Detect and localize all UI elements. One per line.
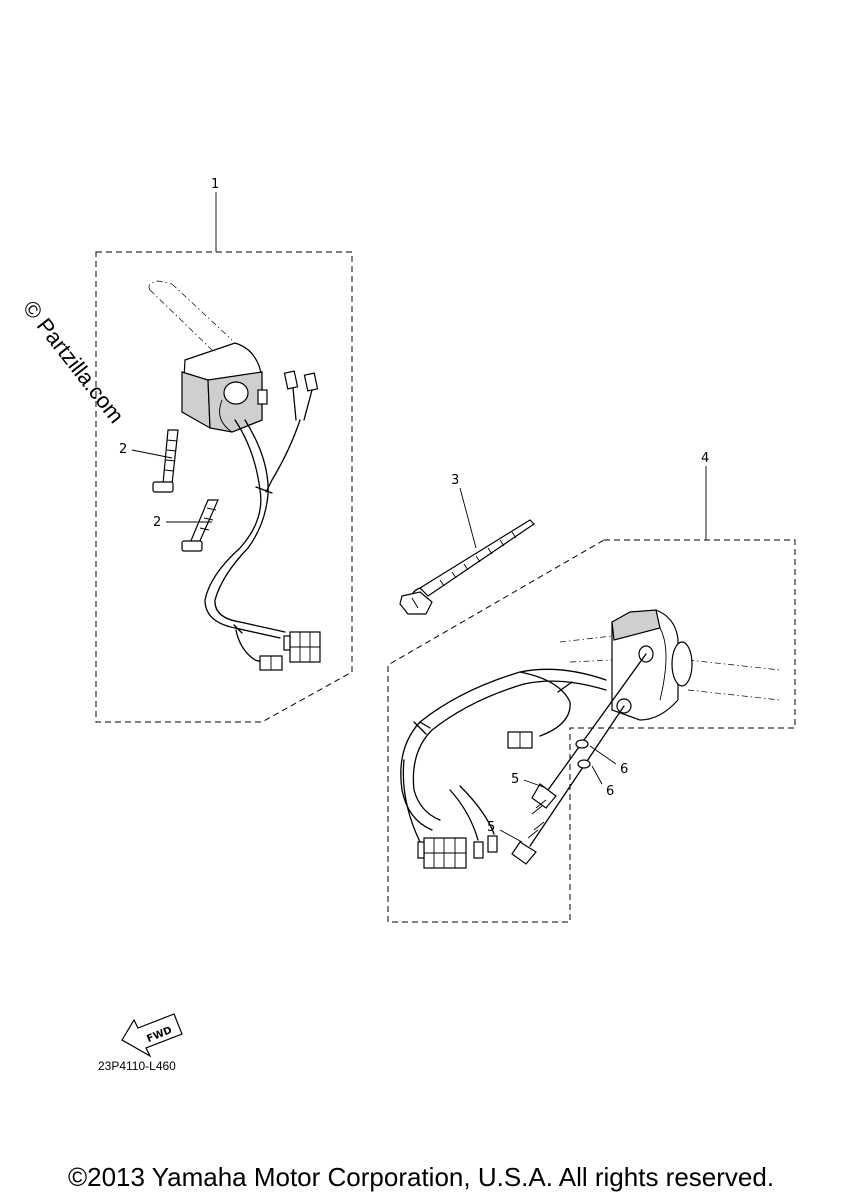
cable-tie[interactable]	[399, 519, 535, 615]
svg-text:6: 6	[606, 784, 614, 799]
watermark: © Partzilla.com	[18, 296, 129, 428]
washer-6a	[575, 739, 589, 749]
callout-2a: 2	[119, 442, 173, 459]
callout-5a: 5	[511, 772, 547, 789]
svg-text:4: 4	[701, 451, 709, 466]
svg-text:1: 1	[211, 177, 219, 192]
svg-text:3: 3	[451, 473, 459, 488]
svg-text:5: 5	[511, 772, 519, 787]
screw-5b	[511, 705, 625, 865]
screw-5a	[531, 653, 647, 815]
coupler-10pin-right	[417, 837, 467, 869]
washer-6b	[577, 759, 591, 769]
callout-6b: 6	[591, 765, 614, 799]
coupler-2pin-right	[507, 731, 533, 749]
left-switch-assembly[interactable]	[95, 251, 353, 723]
screw-2b	[181, 499, 219, 552]
svg-text:5: 5	[487, 820, 495, 835]
handlebar-ghost	[148, 280, 233, 351]
coupler-2pin-left	[259, 655, 283, 671]
switch-housing-right	[611, 609, 693, 721]
small-connectors-right	[473, 835, 498, 859]
callout-5b: 5	[487, 820, 523, 843]
callout-2b: 2	[153, 515, 212, 530]
callout-4: 4	[701, 451, 709, 540]
callout-3: 3	[451, 473, 477, 549]
wire-harness-right	[400, 668, 607, 843]
wire-harness-left	[204, 419, 301, 663]
diagram-code: 23P4110-L460	[98, 1059, 176, 1073]
right-switch-assembly[interactable]	[387, 539, 796, 923]
group-boundary-1	[95, 251, 353, 723]
group-boundary-4	[387, 539, 796, 923]
copyright-notice: ©2013 Yamaha Motor Corporation, U.S.A. A…	[67, 1162, 775, 1192]
small-connectors	[283, 370, 319, 421]
svg-text:2: 2	[153, 515, 161, 530]
fwd-arrow-icon: FWD	[121, 1013, 183, 1058]
svg-text:6: 6	[620, 762, 628, 777]
coupler-6pin-left	[283, 631, 321, 663]
svg-text:2: 2	[119, 442, 127, 457]
callout-1: 1	[211, 177, 219, 252]
screw-2a	[152, 429, 179, 493]
callout-6a: 6	[589, 745, 628, 777]
switch-housing-left	[181, 342, 268, 433]
